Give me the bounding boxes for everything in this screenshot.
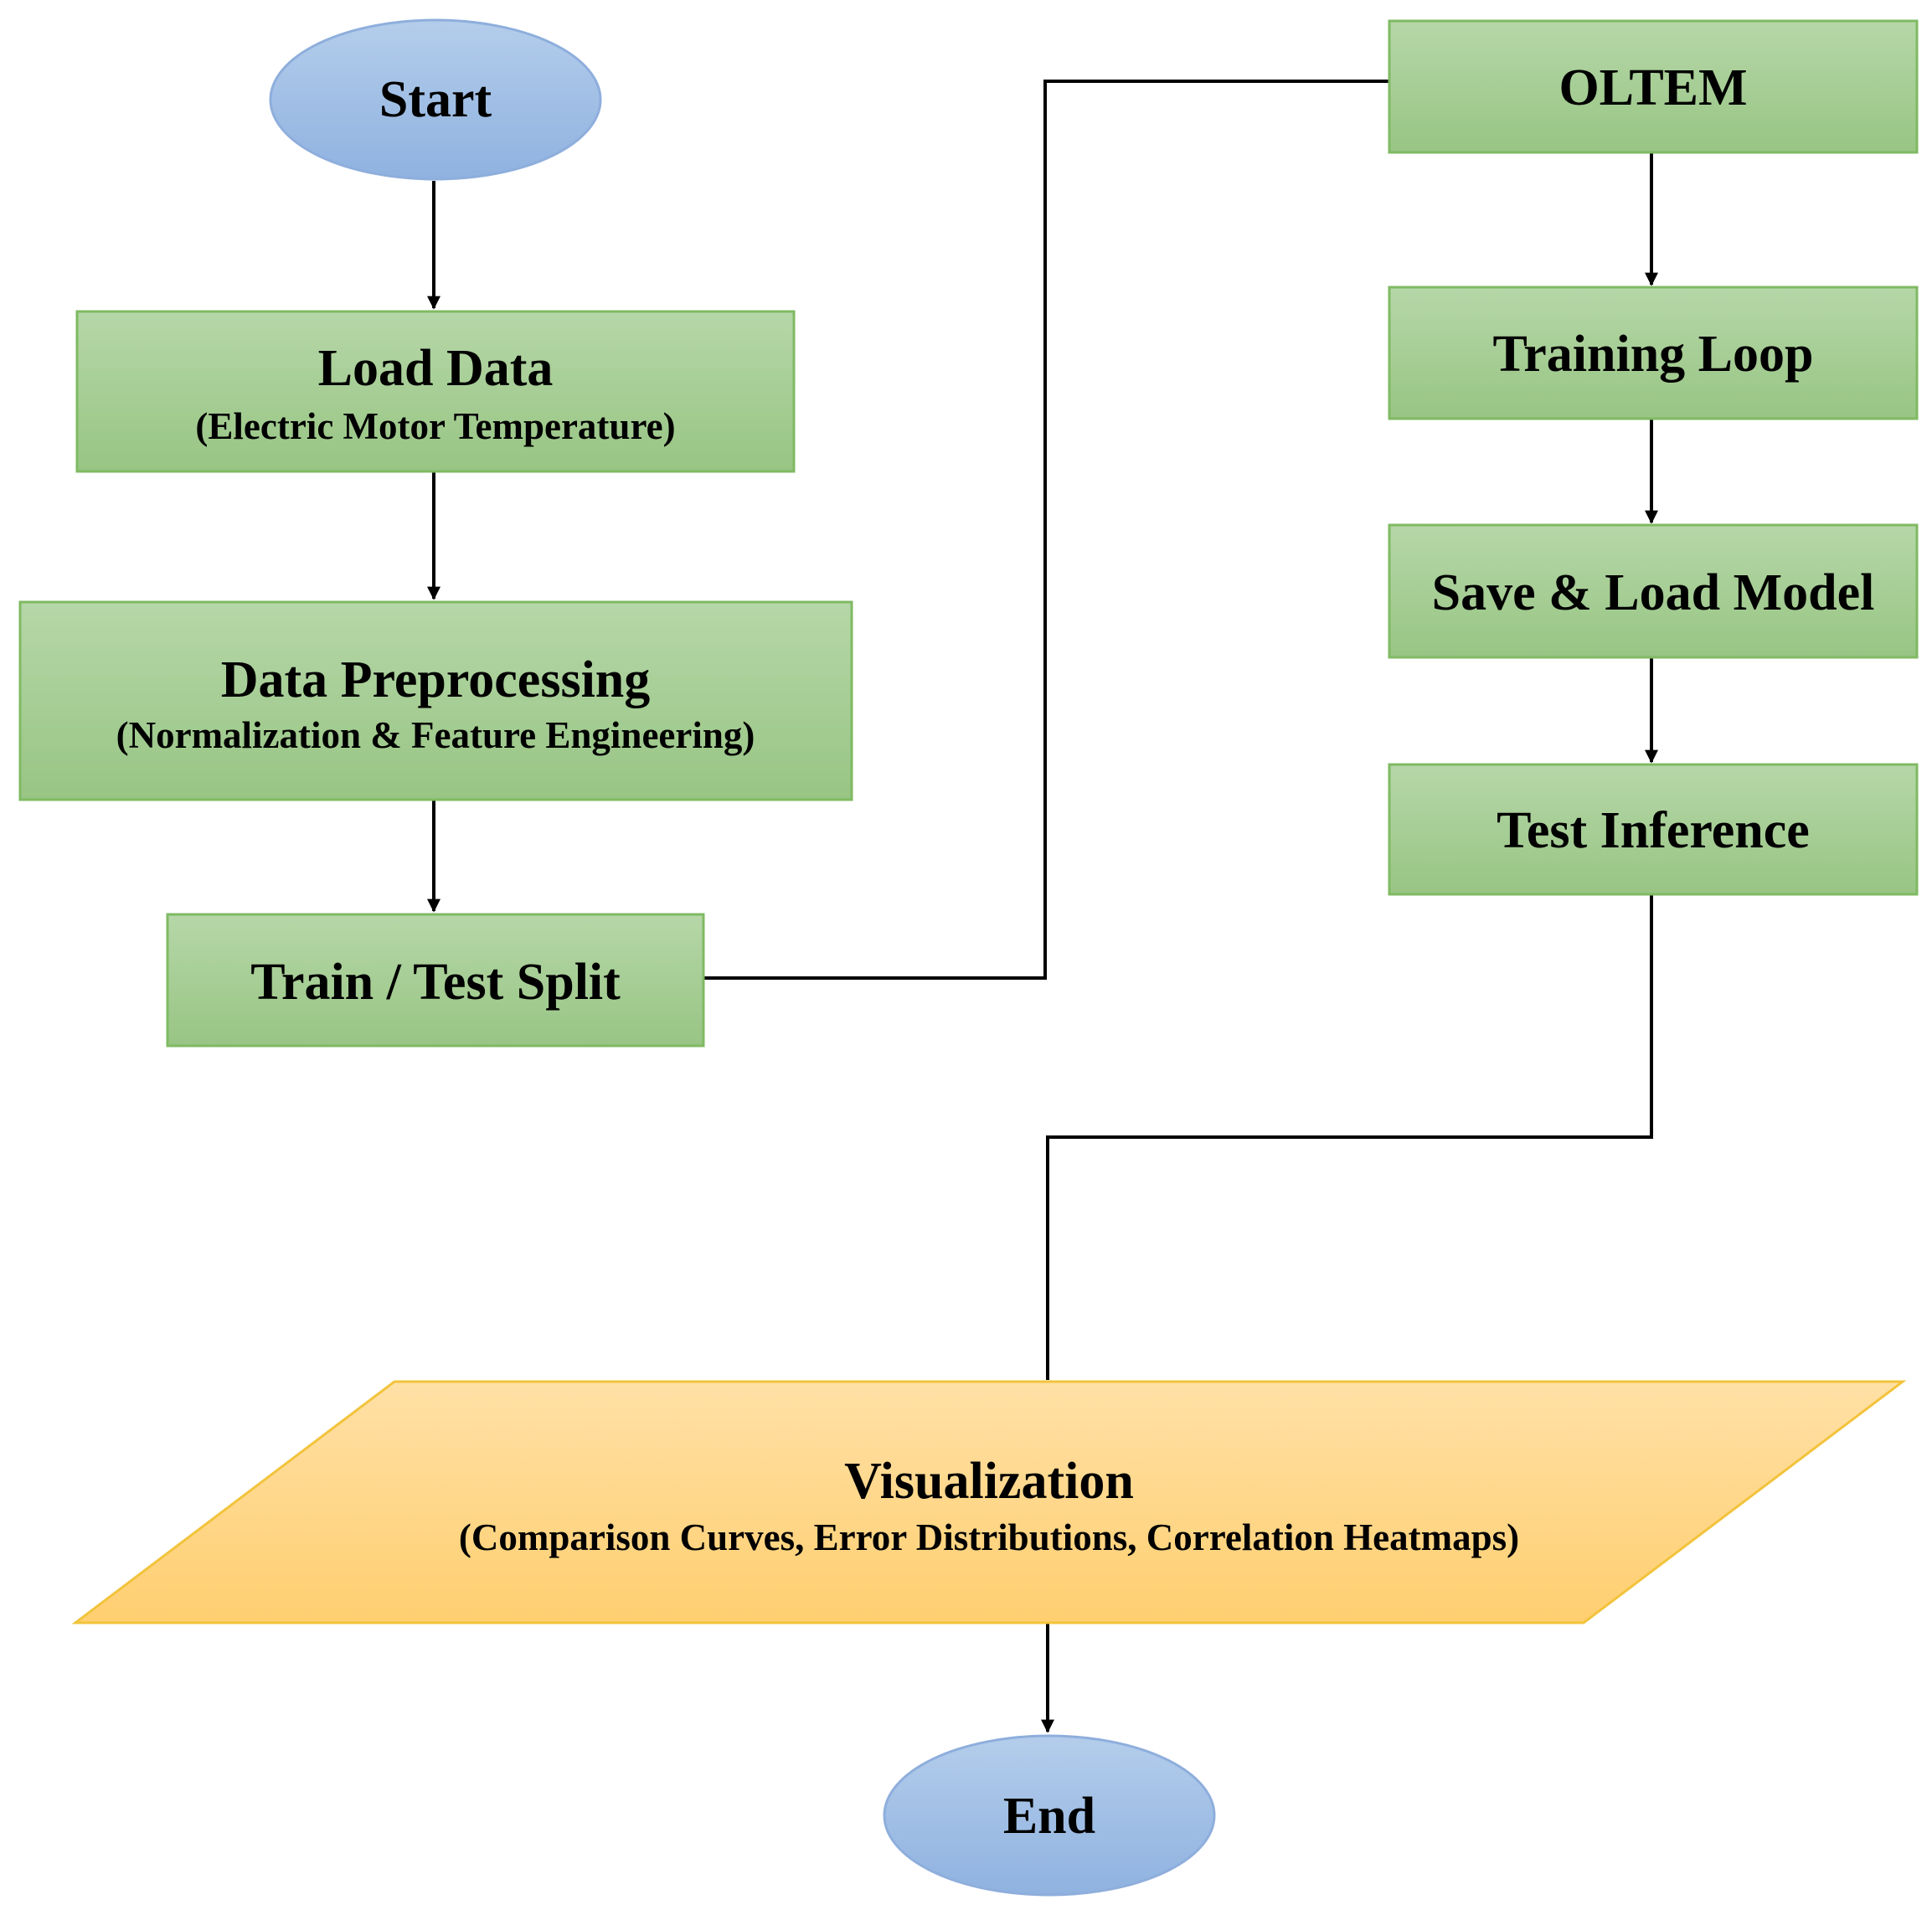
training-loop-title: Training Loop bbox=[1492, 326, 1813, 383]
save-load-node: Save & Load Model bbox=[1388, 523, 1919, 659]
load-data-title: Load Data bbox=[318, 340, 554, 397]
save-load-box bbox=[1388, 523, 1919, 659]
preprocessing-subtitle: (Normalization & Feature Engineering) bbox=[116, 714, 755, 756]
start-label: Start bbox=[379, 71, 492, 128]
oltem-title: OLTEM bbox=[1558, 59, 1747, 116]
load-data-node: Load Data (Electric Motor Temperature) bbox=[75, 310, 796, 473]
training-loop-box bbox=[1388, 286, 1919, 420]
start-node: Start bbox=[269, 18, 602, 181]
load-data-box bbox=[75, 310, 796, 473]
start-ellipse bbox=[269, 18, 602, 181]
visualization-node: Visualization (Comparison Curves, Error … bbox=[71, 1380, 1907, 1624]
preprocessing-box bbox=[18, 600, 853, 801]
preprocessing-node: Data Preprocessing (Normalization & Feat… bbox=[18, 600, 853, 801]
end-label: End bbox=[1003, 1788, 1095, 1845]
test-inference-title: Test Inference bbox=[1497, 802, 1810, 859]
oltem-node: OLTEM bbox=[1388, 19, 1919, 154]
training-loop-node: Training Loop bbox=[1388, 286, 1919, 420]
split-node: Train / Test Split bbox=[166, 913, 705, 1048]
visualization-subtitle: (Comparison Curves, Error Distributions,… bbox=[459, 1516, 1519, 1558]
visualization-parallelogram bbox=[71, 1380, 1907, 1624]
save-load-title: Save & Load Model bbox=[1432, 564, 1875, 621]
connector-split-to-oltem bbox=[703, 80, 1389, 980]
connectors bbox=[427, 80, 1658, 1733]
split-box bbox=[166, 913, 705, 1048]
test-inference-box bbox=[1388, 763, 1919, 896]
visualization-title: Visualization bbox=[844, 1453, 1134, 1510]
oltem-box bbox=[1388, 19, 1919, 154]
test-inference-node: Test Inference bbox=[1388, 763, 1919, 896]
end-node: End bbox=[883, 1734, 1216, 1897]
load-data-subtitle: (Electric Motor Temperature) bbox=[195, 405, 675, 447]
end-ellipse bbox=[883, 1734, 1216, 1897]
preprocessing-title: Data Preprocessing bbox=[221, 651, 651, 708]
split-title: Train / Test Split bbox=[250, 954, 621, 1011]
connector-inference-to-visualization bbox=[1046, 894, 1653, 1380]
